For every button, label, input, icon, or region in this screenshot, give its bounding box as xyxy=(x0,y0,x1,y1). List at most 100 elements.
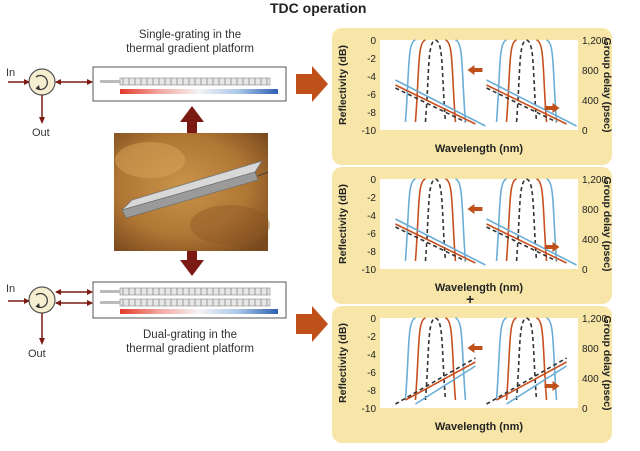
panel-0-y-tick: 0 xyxy=(370,36,376,47)
panel-2-gd-blue-1 xyxy=(415,365,476,405)
panel-1-y-tick: -4 xyxy=(367,211,376,222)
panel-0-band-red-1 xyxy=(414,39,457,123)
panel-1-xlabel: Wavelength (nm) xyxy=(435,282,524,294)
circulator-bottom xyxy=(8,286,93,345)
panel-1-gd-red-2 xyxy=(486,223,567,264)
panel-0-y2-tick: 800 xyxy=(582,66,599,77)
panel-0-band-dashed-1 xyxy=(424,39,447,123)
panel-0-gd-red-1 xyxy=(395,84,476,125)
panel-0-gd-red-2 xyxy=(486,84,567,125)
panel-1-band-dashed-1 xyxy=(424,178,447,262)
panel-2-band-dashed-2 xyxy=(515,317,538,401)
panel-1-shift-arrow-right xyxy=(544,242,560,252)
panel-2-ylabel: Reflectivity (dB) xyxy=(337,323,349,403)
panel-1-band-red-1 xyxy=(414,178,457,262)
top-caption-line1: Single-grating in the xyxy=(139,29,241,41)
panel-0-y-tick: -2 xyxy=(367,54,376,65)
panel-2-gd-red-1 xyxy=(405,361,476,401)
panel-2-y2-tick: 0 xyxy=(582,404,588,415)
panel-2-y-tick: -2 xyxy=(367,332,376,343)
panel-0-shift-arrow-right xyxy=(544,103,560,113)
panel-0-y-tick: -8 xyxy=(367,108,376,119)
panel-1-gd-blue-2 xyxy=(486,218,577,266)
panel-0-y-tick: -4 xyxy=(367,72,376,83)
panel-1-y-tick: -10 xyxy=(362,265,377,276)
panel-2-y-tick: -8 xyxy=(367,386,376,397)
panel-1-y2-tick: 1,200 xyxy=(582,175,607,186)
panel-1-y-tick: -2 xyxy=(367,193,376,204)
arrow-to-top-panel xyxy=(296,66,328,102)
panel-2-y-tick: -10 xyxy=(362,404,377,415)
device-photo xyxy=(114,133,270,251)
panel-2-shift-arrow-right xyxy=(544,381,560,391)
panel-2-y-tick: -4 xyxy=(367,350,376,361)
panel-1-gd-red-1 xyxy=(395,223,476,264)
panel-0-band-dashed-2 xyxy=(515,39,538,123)
panel-2-gd-dashed-1 xyxy=(395,357,476,405)
circulator-top-out-label: Out xyxy=(32,127,50,139)
panel-0-gd-dashed-1 xyxy=(395,87,466,123)
panel-2-band-red-1 xyxy=(414,317,457,401)
arrow-up-to-single xyxy=(180,106,204,133)
bottom-caption-line2: thermal gradient platform xyxy=(126,343,254,355)
panel-0-y-tick: -6 xyxy=(367,90,376,101)
circulator-bottom-out-label: Out xyxy=(28,348,46,360)
panel-1-gd-blue-1 xyxy=(395,218,486,266)
arrow-down-to-dual xyxy=(180,251,204,276)
panel-2-xlabel: Wavelength (nm) xyxy=(435,421,524,433)
panel-0-shift-arrow-left xyxy=(467,65,483,75)
panel-1-y-tick: -6 xyxy=(367,229,376,240)
panel-0-y2-tick: 0 xyxy=(582,126,588,137)
panel-1-y2-tick: 0 xyxy=(582,265,588,276)
circulator-bottom-in-label: In xyxy=(6,283,15,295)
panel-0-gd-blue-1 xyxy=(395,79,486,127)
panel-1-y2-tick: 800 xyxy=(582,205,599,216)
bottom-caption-line1: Dual-grating in the xyxy=(143,329,237,341)
circulator-top xyxy=(8,68,93,124)
panel-2-gd-blue-2 xyxy=(506,365,567,405)
panel-1-y2-tick: 400 xyxy=(582,235,599,246)
panel-2-y2-tick: 400 xyxy=(582,374,599,385)
panel-2-y-tick: -6 xyxy=(367,368,376,379)
panel-0-y2-tick: 1,200 xyxy=(582,36,607,47)
panel-2-gd-dashed-2 xyxy=(486,357,567,405)
panel-1-shift-arrow-left xyxy=(467,204,483,214)
panel-2-band-blue-1 xyxy=(404,317,467,401)
panel-1-band-blue-1 xyxy=(404,178,467,262)
panel-1-y-tick: 0 xyxy=(370,175,376,186)
panel-0-gd-blue-2 xyxy=(486,79,577,127)
plus-sign: + xyxy=(466,291,475,307)
single-grating-box xyxy=(92,66,287,102)
panel-2-shift-arrow-left xyxy=(467,343,483,353)
panel-0-xlabel: Wavelength (nm) xyxy=(435,143,524,155)
panel-2-y2label: Group delay (psec) xyxy=(601,315,612,410)
panel-2-y2-tick: 1,200 xyxy=(582,314,607,325)
panel-1-ylabel: Reflectivity (dB) xyxy=(337,184,349,264)
panel-0-gd-dashed-2 xyxy=(486,87,557,123)
panel-1-gd-dashed-2 xyxy=(486,226,557,262)
page-title: TDC operation xyxy=(270,0,367,16)
panel-2-gd-red-2 xyxy=(496,361,567,401)
panel-0-ylabel: Reflectivity (dB) xyxy=(337,45,349,125)
panel-2-band-dashed-1 xyxy=(424,317,447,401)
panel-0-band-blue-1 xyxy=(404,39,467,123)
panel-2-y-tick: 0 xyxy=(370,314,376,325)
panel-0-y-tick: -10 xyxy=(362,126,377,137)
panel-0-y2-tick: 400 xyxy=(582,96,599,107)
panel-1-band-dashed-2 xyxy=(515,178,538,262)
panel-2-y2-tick: 800 xyxy=(582,344,599,355)
top-caption-line2: thermal gradient platform xyxy=(126,43,254,55)
panel-1-y-tick: -8 xyxy=(367,247,376,258)
panel-0-y2label: Group delay (psec) xyxy=(601,37,612,132)
panel-1-gd-dashed-1 xyxy=(395,226,466,262)
circulator-top-in-label: In xyxy=(6,67,15,79)
arrow-to-bottom-panel xyxy=(296,306,328,342)
tdc-schematic: In Out Single-grating in the thermal gra… xyxy=(6,29,328,360)
panel-1-y2label: Group delay (psec) xyxy=(601,176,612,271)
